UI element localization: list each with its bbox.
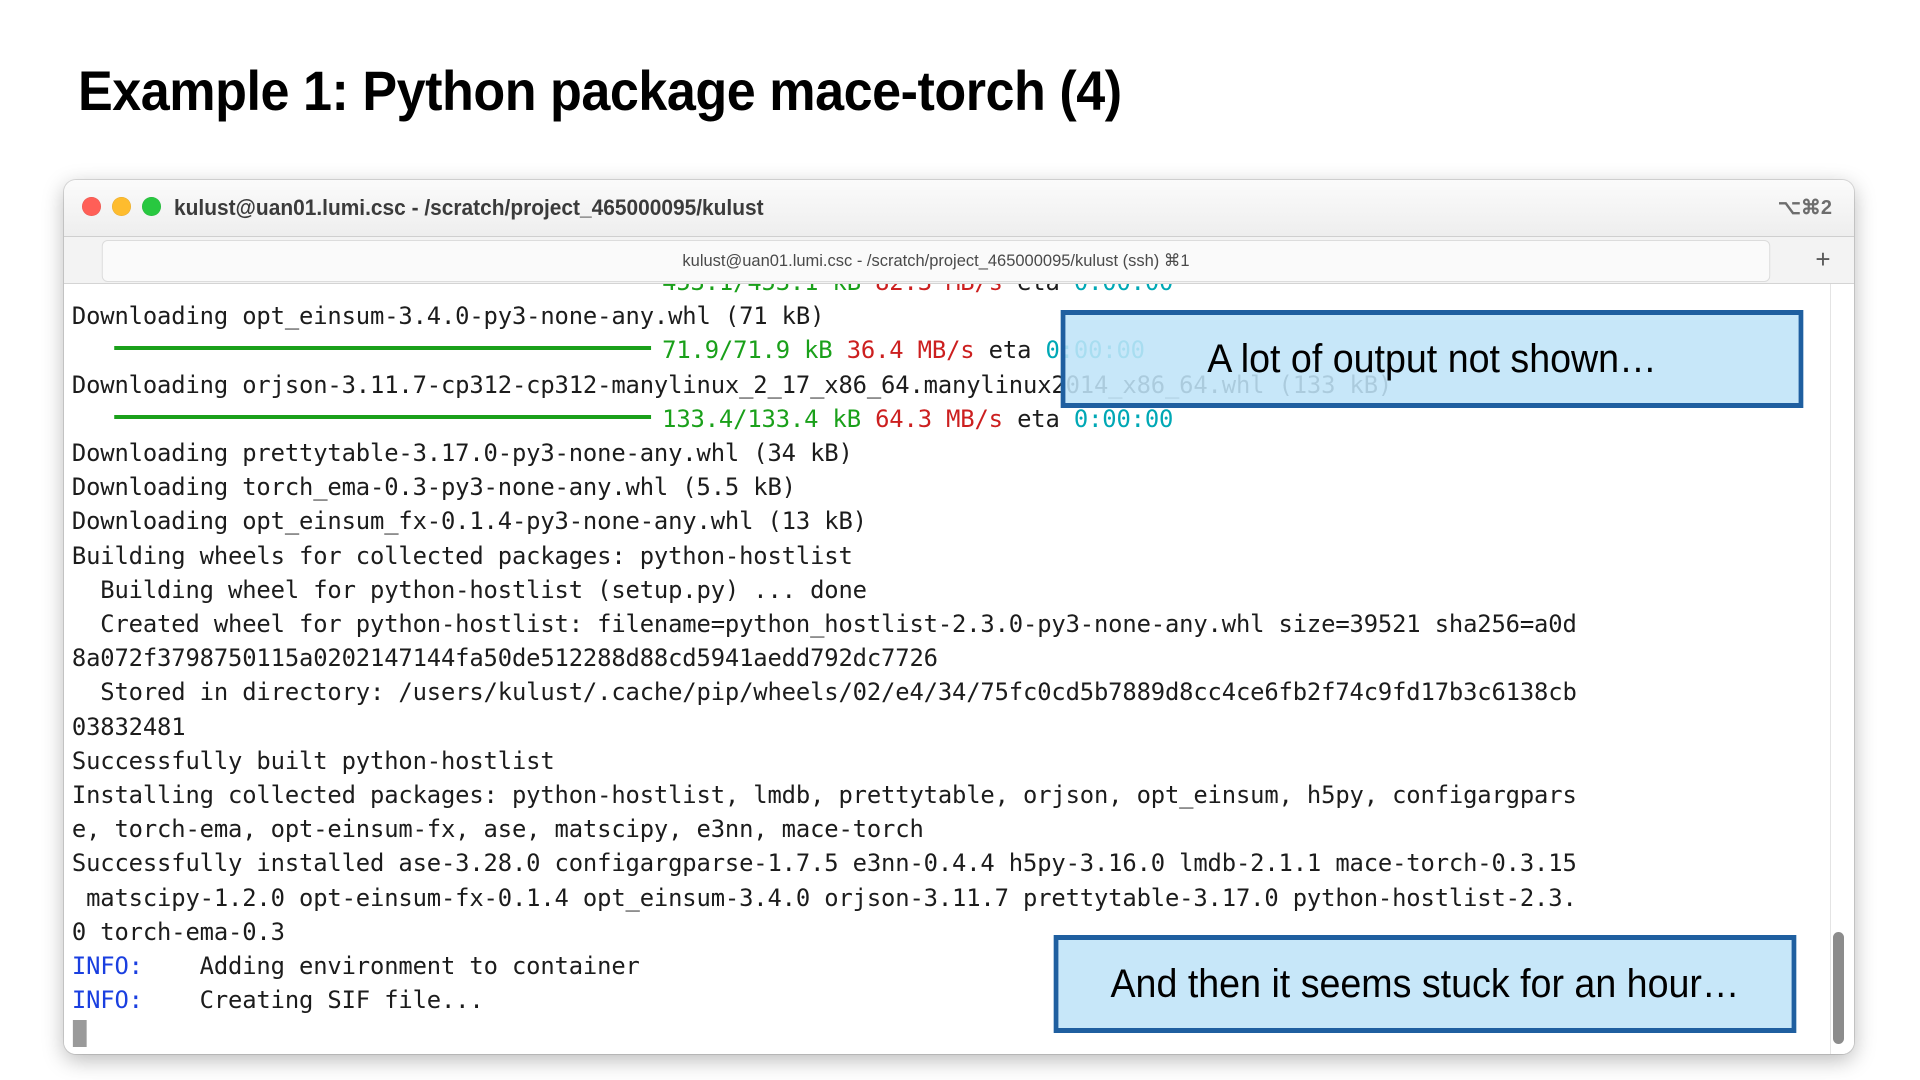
window-controls	[82, 197, 161, 216]
window-shortcut-hint: ⌥⌘2	[1777, 197, 1832, 219]
progress-indent	[72, 284, 115, 296]
terminal-line: Successfully installed ase-3.28.0 config…	[64, 846, 1827, 880]
zoom-button[interactable]	[142, 197, 161, 216]
terminal-text: Installing collected packages: python-ho…	[71, 781, 1577, 810]
space	[1003, 405, 1017, 433]
terminal-tabbar: kulust@uan01.lumi.csc - /scratch/project…	[64, 237, 1854, 284]
terminal-cursor	[72, 1020, 87, 1048]
progress-eta-label: eta	[1017, 284, 1060, 296]
terminal-line: Successfully built python-hostlist	[64, 744, 1827, 778]
scrollbar-thumb[interactable]	[1833, 932, 1844, 1044]
progress-eta-label: eta	[1017, 404, 1060, 433]
terminal-line: 0 torch-ema-0.3	[64, 915, 1827, 949]
terminal-text: Downloading opt_einsum-3.4.0-py3-none-an…	[71, 302, 825, 331]
info-tag: INFO:	[71, 986, 143, 1015]
window-title: kulust@uan01.lumi.csc - /scratch/project…	[174, 195, 764, 220]
terminal-line	[64, 1017, 1827, 1051]
terminal-line: Downloading prettytable-3.17.0-py3-none-…	[64, 436, 1827, 470]
terminal-line: matscipy-1.2.0 opt-einsum-fx-0.1.4 opt_e…	[64, 881, 1827, 915]
terminal-lines: 453.1/453.1 kB 82.3 MB/s eta 0:00:00Down…	[64, 284, 1854, 1054]
terminal-line: Downloading opt_einsum-3.4.0-py3-none-an…	[64, 299, 1827, 333]
terminal-text: Downloading opt_einsum_fx-0.1.4-py3-none…	[71, 507, 867, 536]
progress-speed: 36.4 MB/s	[846, 336, 975, 365]
progress-bytes: 133.4/133.4 kB	[662, 404, 861, 433]
terminal-line: 8a072f3798750115a0202147144fa50de512288d…	[64, 641, 1827, 675]
terminal-text: 0 torch-ema-0.3	[71, 917, 285, 946]
terminal-scrollbar[interactable]	[1830, 284, 1847, 1054]
progress-eta-label: eta	[988, 336, 1032, 365]
terminal-text: Building wheel for python-hostlist (setu…	[71, 575, 867, 604]
space	[861, 284, 875, 296]
close-button[interactable]	[82, 197, 101, 216]
terminal-line: Building wheels for collected packages: …	[64, 539, 1827, 573]
terminal-line: Building wheel for python-hostlist (setu…	[64, 573, 1827, 607]
space	[861, 405, 875, 433]
progress-indent	[72, 336, 115, 364]
terminal-line: INFO: Creating SIF file...	[64, 983, 1827, 1017]
annotation-callout-stuck-for-an-hour: And then it seems stuck for an hour…	[1053, 935, 1797, 1033]
terminal-text: matscipy-1.2.0 opt-einsum-fx-0.1.4 opt_e…	[71, 883, 1577, 912]
info-tag: INFO:	[71, 952, 143, 981]
progress-indent	[72, 405, 115, 433]
terminal-text: Building wheels for collected packages: …	[71, 541, 853, 570]
terminal-text: e, torch-ema, opt-einsum-fx, ase, matsci…	[71, 815, 924, 844]
info-text: Adding environment to container	[142, 952, 640, 981]
space	[833, 336, 847, 364]
progress-eta-value: 0:00:00	[1074, 284, 1174, 296]
terminal-line: INFO: Adding environment to container	[64, 949, 1827, 983]
terminal-line: Stored in directory: /users/kulust/.cach…	[64, 675, 1827, 709]
terminal-text: Downloading prettytable-3.17.0-py3-none-…	[71, 439, 853, 468]
terminal-text: 8a072f3798750115a0202147144fa50de512288d…	[71, 644, 938, 673]
info-text: Creating SIF file...	[142, 986, 484, 1015]
tab-session-1[interactable]: kulust@uan01.lumi.csc - /scratch/project…	[101, 240, 1771, 282]
progress-bar-fill	[114, 414, 652, 419]
space	[1060, 405, 1074, 433]
terminal-text: Successfully installed ase-3.28.0 config…	[71, 849, 1577, 878]
terminal-text: 03832481	[71, 712, 186, 741]
terminal-titlebar: kulust@uan01.lumi.csc - /scratch/project…	[64, 180, 1854, 237]
terminal-line: 03832481	[64, 710, 1827, 744]
terminal-line: 453.1/453.1 kB 82.3 MB/s eta 0:00:00	[64, 284, 1827, 299]
annotation-callout-output-not-shown: A lot of output not shown…	[1060, 310, 1804, 408]
progress-speed: 82.3 MB/s	[875, 284, 1003, 296]
terminal-text: Created wheel for python-hostlist: filen…	[71, 610, 1577, 639]
space	[1003, 284, 1017, 296]
progress-bytes: 453.1/453.1 kB	[662, 284, 861, 296]
terminal-text: Successfully built python-hostlist	[71, 746, 555, 775]
terminal-text: Downloading torch_ema-0.3-py3-none-any.w…	[71, 473, 796, 502]
progress-bytes: 71.9/71.9 kB	[662, 336, 833, 365]
terminal-line: 133.4/133.4 kB 64.3 MB/s eta 0:00:00	[64, 402, 1827, 436]
terminal-line: Installing collected packages: python-ho…	[64, 778, 1827, 812]
terminal-text: Stored in directory: /users/kulust/.cach…	[71, 678, 1577, 707]
page-title: Example 1: Python package mace-torch (4)	[78, 59, 1122, 122]
terminal-output-area[interactable]: 453.1/453.1 kB 82.3 MB/s eta 0:00:00Down…	[64, 284, 1854, 1054]
new-tab-button[interactable]: +	[1815, 244, 1831, 274]
space	[1031, 336, 1045, 364]
progress-eta-value: 0:00:00	[1073, 404, 1174, 433]
progress-speed: 64.3 MB/s	[875, 404, 1003, 433]
terminal-line: Downloading torch_ema-0.3-py3-none-any.w…	[64, 470, 1827, 504]
terminal-line: Created wheel for python-hostlist: filen…	[64, 607, 1827, 641]
space	[1060, 284, 1074, 296]
terminal-line: Downloading opt_einsum_fx-0.1.4-py3-none…	[64, 504, 1827, 538]
progress-bar-fill	[114, 346, 652, 351]
terminal-line: e, torch-ema, opt-einsum-fx, ase, matsci…	[64, 812, 1827, 846]
minimize-button[interactable]	[112, 197, 131, 216]
space	[974, 336, 988, 364]
